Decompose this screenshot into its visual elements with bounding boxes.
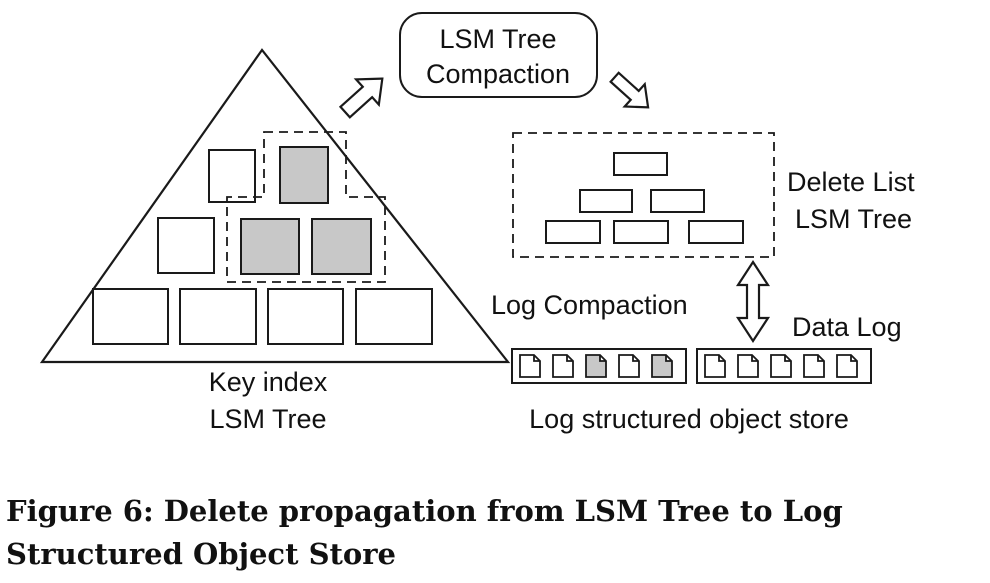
delete-list-node <box>688 220 744 244</box>
arrow-to-delete-list-icon <box>609 71 650 109</box>
delete-list-node <box>579 189 633 213</box>
level1-block-tombstone <box>240 218 300 275</box>
level2-block <box>92 288 169 345</box>
level2-block <box>355 288 433 345</box>
object-icon <box>737 354 759 378</box>
object-store-label: Log structured object store <box>529 404 849 434</box>
figure-caption: Figure 6: Delete propagation from LSM Tr… <box>6 494 843 571</box>
delete-list-node <box>613 220 669 244</box>
key-index-lsm-tree <box>39 48 511 364</box>
object-icon <box>552 354 574 378</box>
arrow-to-compaction-icon <box>338 77 384 119</box>
compaction-label-line2: Compaction <box>426 59 570 89</box>
object-icon <box>836 354 858 378</box>
log-compaction-double-arrow-icon <box>735 259 771 344</box>
level2-block <box>179 288 257 345</box>
delete-list-lsm-tree: Delete List LSM Tree <box>512 132 915 258</box>
level1-block-tombstone <box>311 218 372 275</box>
level2-block <box>267 288 344 345</box>
delete-list-label-line2: LSM Tree <box>795 204 912 234</box>
object-icon <box>704 354 726 378</box>
key-index-label-line2: LSM Tree <box>209 404 326 434</box>
object-icon <box>618 354 640 378</box>
delete-list-dashed-border <box>512 132 775 258</box>
object-icon <box>803 354 825 378</box>
deleted-object-icon <box>651 354 673 378</box>
object-icon <box>519 354 541 378</box>
level1-block <box>157 217 215 274</box>
delete-list-node <box>650 189 705 213</box>
log-objects <box>519 354 858 378</box>
data-log <box>511 348 872 384</box>
log-compaction-label: Log Compaction <box>491 290 688 320</box>
lsm-tree-compaction-box: LSM Tree Compaction <box>399 12 598 98</box>
deleted-object-icon <box>585 354 607 378</box>
key-index-label-line1: Key index <box>209 367 328 397</box>
delete-list-label-line1: Delete List <box>787 167 915 197</box>
data-log-label: Data Log <box>792 312 902 342</box>
level0-block-tombstone <box>279 146 329 204</box>
level0-block <box>208 149 256 203</box>
object-icon <box>770 354 792 378</box>
compaction-selection-outline <box>226 131 386 283</box>
delete-propagation-diagram: LSM Tree Compaction Delete List LSM Tree… <box>39 12 915 434</box>
delete-list-node <box>613 152 668 176</box>
compaction-label-line1: LSM Tree <box>439 24 556 54</box>
delete-list-node <box>545 220 601 244</box>
